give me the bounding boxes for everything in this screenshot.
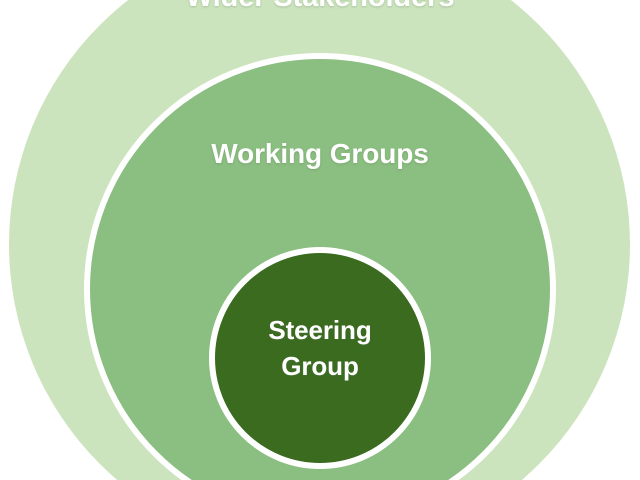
label-wider-stakeholders: Wider Stakeholders xyxy=(0,0,640,14)
circle-steering-group[interactable] xyxy=(209,247,431,469)
label-steering-group: Steering Group xyxy=(268,315,372,381)
label-working-groups: Working Groups xyxy=(211,138,429,169)
